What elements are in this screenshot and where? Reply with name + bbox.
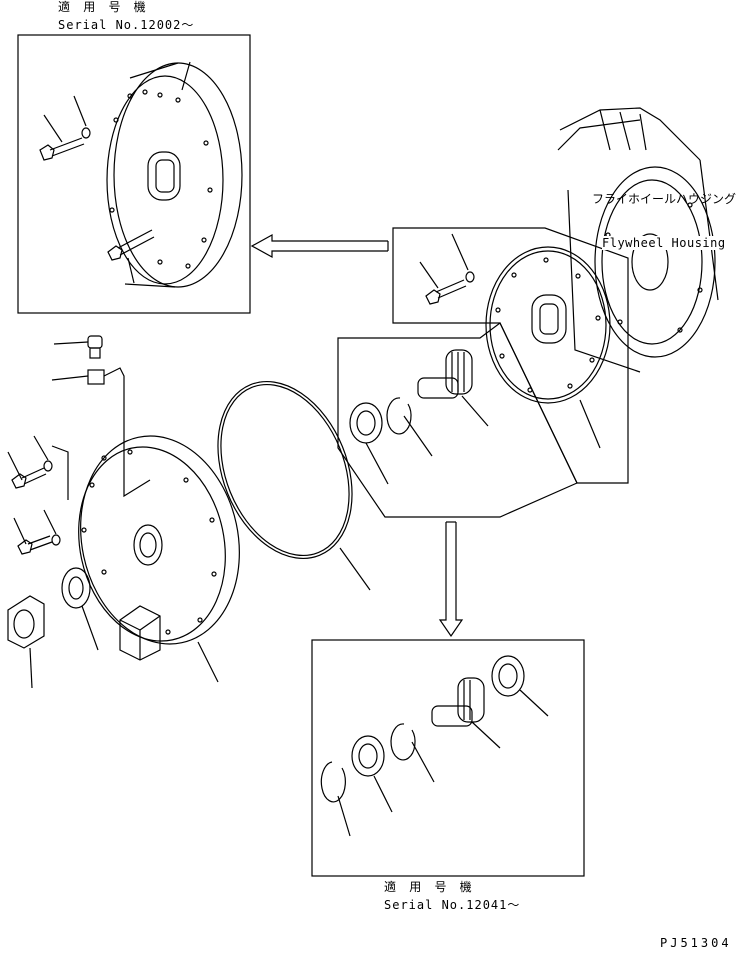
shaft-bottom <box>431 677 485 727</box>
leader <box>81 605 99 651</box>
leader <box>419 261 439 289</box>
elbow-fitting <box>87 367 151 498</box>
leader <box>337 795 351 837</box>
leader <box>43 114 63 143</box>
bolt-top-left-1 <box>39 137 85 161</box>
arrow-left <box>250 233 389 259</box>
arrow-down <box>438 521 464 638</box>
leader <box>403 415 433 457</box>
o-ring-inner <box>220 383 350 557</box>
cover-plate <box>78 435 240 645</box>
bolt-left-1 <box>11 467 47 489</box>
top-left-detail-box <box>17 34 251 314</box>
bolt-top-left-2 <box>107 229 155 261</box>
washer-top-right <box>465 271 475 283</box>
leader <box>53 341 89 345</box>
top-note-serial: Serial No.12002～ <box>58 18 195 32</box>
leader <box>43 509 57 535</box>
flange-left <box>7 595 45 649</box>
snap-ring-middle <box>386 397 412 435</box>
leader <box>519 689 549 717</box>
drawing-code: PJ51304 <box>660 936 732 950</box>
bottom-detail-box <box>311 639 585 877</box>
housing-label-en: Flywheel Housing <box>602 236 726 250</box>
bearing-bottom-right <box>491 655 525 697</box>
washer-left-2 <box>51 534 61 546</box>
leader <box>127 257 135 284</box>
housing-label-jp: フライホイールハウジング <box>592 192 737 206</box>
coupling-plate-top-right <box>485 246 611 404</box>
washer-left-1 <box>43 460 53 472</box>
leader <box>33 435 49 461</box>
top-note-applies: 適 用 号 機 <box>58 0 149 14</box>
coupling-plate-top-left <box>106 62 243 288</box>
leader <box>13 517 27 545</box>
leader <box>181 61 191 91</box>
bottom-note-serial: Serial No.12041～ <box>384 898 521 912</box>
leader <box>73 95 87 127</box>
bolt-top-right <box>425 279 467 305</box>
o-ring <box>217 380 353 560</box>
hose-line <box>51 445 69 500</box>
shaft-middle <box>417 349 473 399</box>
bottom-note-applies: 適 用 号 機 <box>384 880 475 894</box>
shaft-detail-box <box>337 322 578 518</box>
leader <box>339 547 371 591</box>
leader <box>51 375 89 381</box>
bearing-bottom-left <box>351 735 385 777</box>
breather-fitting <box>87 335 103 359</box>
top-right-detail-box <box>392 227 629 484</box>
leader <box>365 442 389 485</box>
leader <box>197 641 219 683</box>
leader <box>451 233 469 271</box>
flywheel-housing <box>557 107 719 373</box>
leader <box>411 741 435 783</box>
leader <box>29 647 33 689</box>
leader <box>579 399 601 449</box>
leader <box>7 451 23 481</box>
washer-top-left <box>81 127 91 139</box>
snap-ring-bottom <box>390 723 416 761</box>
leader <box>461 395 489 427</box>
bearing-left <box>61 567 91 609</box>
leader <box>471 721 501 749</box>
snap-ring-bottom-2 <box>320 761 346 803</box>
bearing-middle <box>349 402 383 444</box>
leader <box>373 775 393 813</box>
bracket-block <box>119 605 161 661</box>
